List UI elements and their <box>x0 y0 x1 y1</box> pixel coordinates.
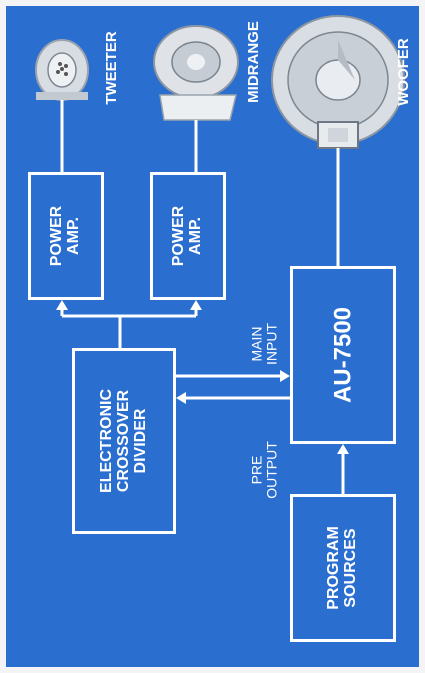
page-background: TWEETER MIDRANGE WOOFER POWER AMP. POWER… <box>0 0 425 673</box>
connector-lines <box>0 0 425 673</box>
